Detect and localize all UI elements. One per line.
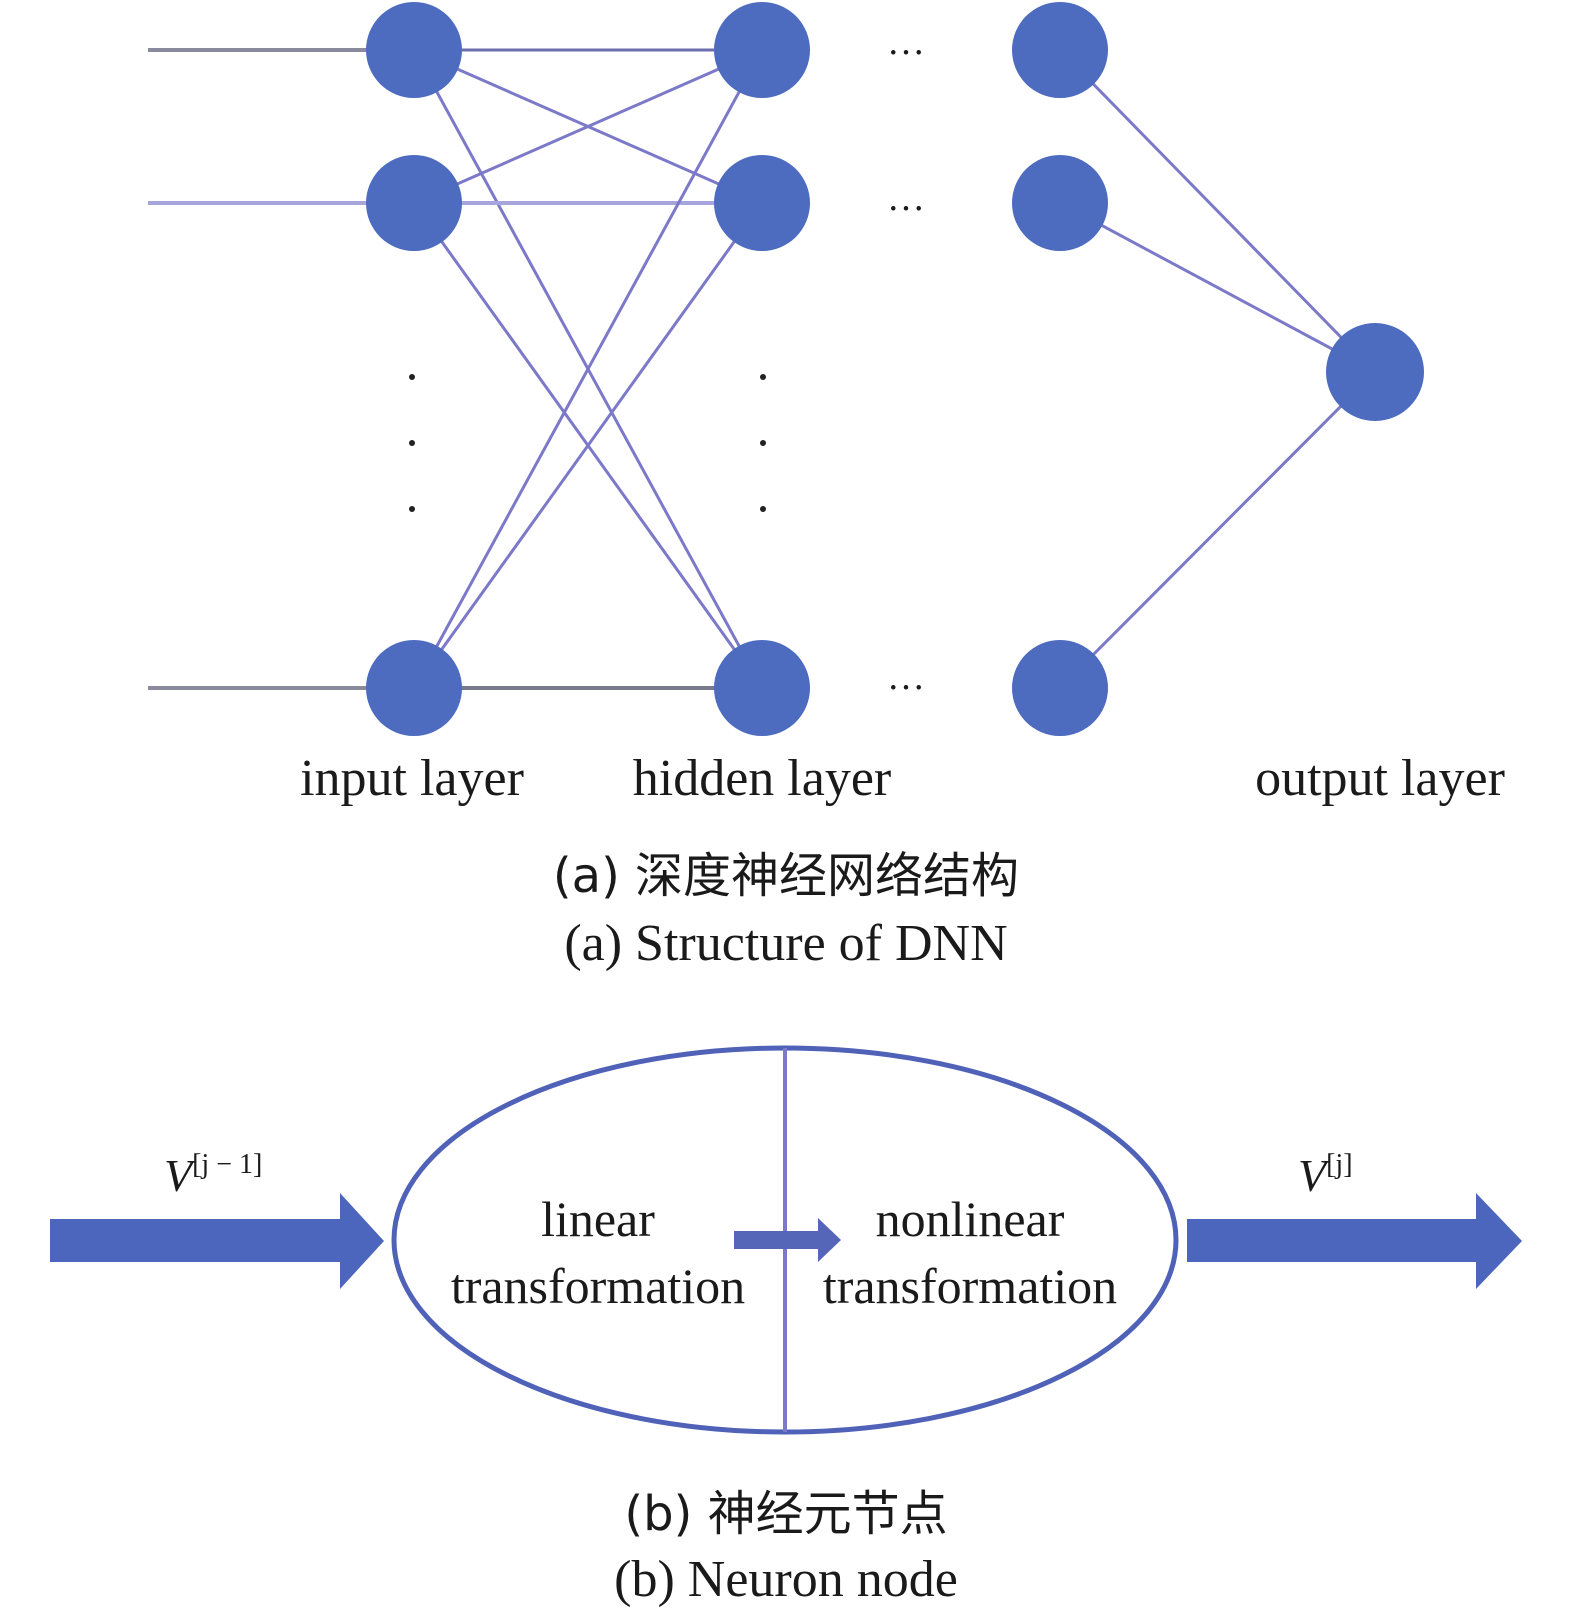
edge <box>413 48 763 205</box>
caption-b-chinese: (b) 神经元节点 <box>624 1486 947 1542</box>
nonlinear-label-line1: nonlinear <box>876 1191 1065 1247</box>
edge <box>412 49 764 689</box>
vertical-ellipsis-input <box>409 374 415 512</box>
edges-input-hidden <box>412 48 764 690</box>
input-arrow <box>50 1193 384 1289</box>
horizontal-ellipsis: … <box>887 177 925 219</box>
input-vector-label: V[j − 1] <box>164 1149 262 1201</box>
caption-b-english: (b) Neuron node <box>614 1551 958 1608</box>
edges-hidden-output <box>1058 48 1377 690</box>
output-vector-symbol: V <box>1298 1150 1331 1201</box>
edge <box>412 202 764 689</box>
linear-label-line1: linear <box>541 1191 655 1247</box>
input-node <box>366 640 462 736</box>
panel-a-dnn-structure: … … … input layer hidden layer output la… <box>148 2 1505 972</box>
vertical-ellipsis-hidden <box>760 374 766 512</box>
linear-label-line2: transformation <box>451 1258 745 1314</box>
last-hidden-node <box>1012 155 1108 251</box>
input-layer-label: input layer <box>300 750 524 807</box>
panel-b-neuron-node: V[j − 1] V[j] linear transformation nonl… <box>50 1045 1522 1608</box>
output-vector-label: V[j] <box>1298 1149 1353 1201</box>
output-vector-superscript: [j] <box>1326 1149 1352 1180</box>
hidden-layer-label: hidden layer <box>633 750 891 807</box>
hidden-node <box>714 640 810 736</box>
hidden-node <box>714 2 810 98</box>
edge <box>1058 370 1377 690</box>
nonlinear-label-line2: transformation <box>823 1258 1117 1314</box>
inner-arrow <box>734 1218 841 1262</box>
output-layer-label: output layer <box>1255 750 1505 807</box>
caption-a-english: (a) Structure of DNN <box>564 915 1007 972</box>
edge <box>1058 48 1377 374</box>
edge <box>1059 201 1376 374</box>
input-node <box>366 2 462 98</box>
input-vector-symbol: V <box>164 1150 197 1201</box>
horizontal-ellipsis: … <box>887 21 925 63</box>
output-node <box>1326 323 1424 421</box>
horizontal-ellipsis: … <box>887 656 925 698</box>
input-node <box>366 155 462 251</box>
output-arrow <box>1187 1193 1522 1289</box>
caption-a-chinese: (a) 深度神经网络结构 <box>553 848 1019 904</box>
hidden-node <box>714 155 810 251</box>
input-vector-superscript: [j − 1] <box>192 1149 262 1180</box>
last-hidden-node <box>1012 640 1108 736</box>
last-hidden-node <box>1012 2 1108 98</box>
